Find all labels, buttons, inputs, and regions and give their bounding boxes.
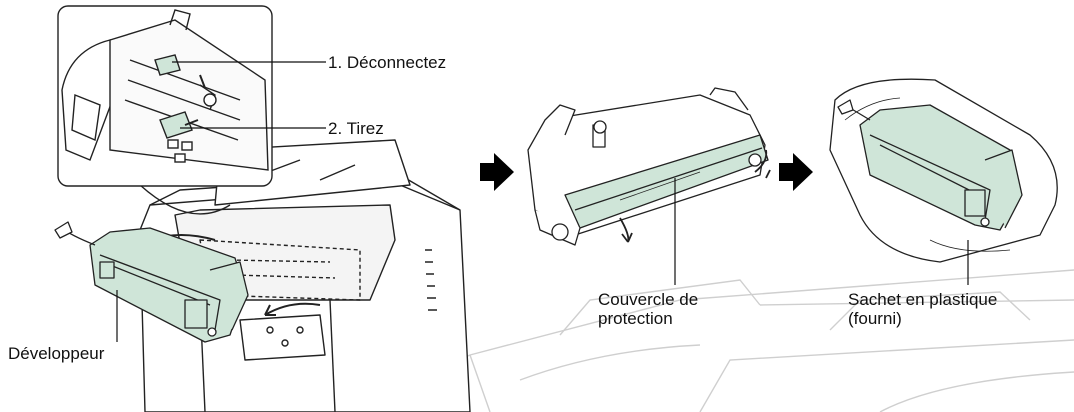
developer-with-cover [527, 87, 771, 246]
label-couvercle-line2: protection [598, 309, 673, 328]
label-couvercle-line1: Couvercle de [598, 290, 699, 309]
leader-lines-left [116, 61, 326, 342]
label-developpeur: Développeur [8, 344, 105, 363]
step-arrows [480, 153, 813, 191]
label-deconnectez: 1. Déconnectez [328, 53, 447, 72]
label-sachet-line1: Sachet en plastique [848, 290, 998, 309]
step-arrow-2 [779, 153, 813, 191]
label-sachet-line2: (fourni) [848, 309, 902, 328]
label-tirez: 2. Tirez [328, 119, 384, 138]
developer-in-bag [829, 78, 1058, 263]
step-arrow-1 [480, 153, 514, 191]
developer-unit [54, 221, 249, 343]
zoom-callout [57, 5, 273, 215]
protective-cover [564, 134, 769, 229]
